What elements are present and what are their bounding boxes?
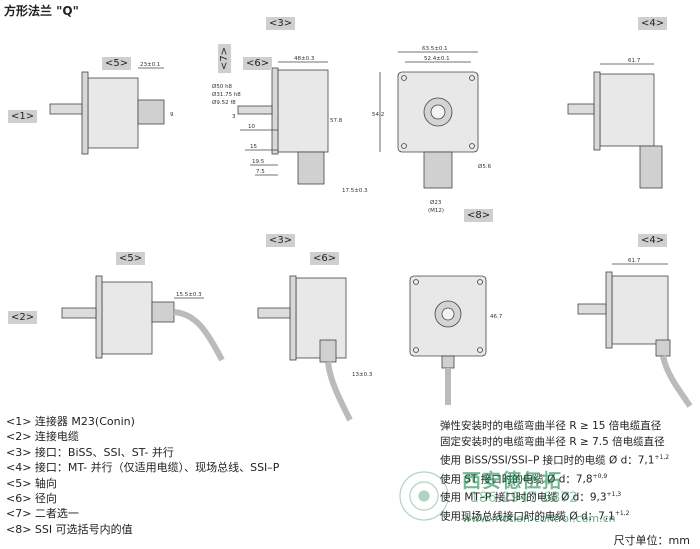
dim-15: 15 [250,144,257,150]
note-sup: +1,2 [654,454,670,461]
dim-23: 23±0.1 [140,62,160,68]
tag-5-top: <5> [102,57,132,70]
legend-item: <6> 径向 [6,492,57,506]
shaft-4-1 [567,103,595,115]
dim-9-52: Ø9.52 f8 [212,99,236,106]
note-sup: +0,9 [592,472,608,480]
shaft-axial-1 [49,103,83,115]
watermark-url: www.motion-control.com.cn [462,512,616,525]
shaft-axial-2 [61,307,97,319]
flange-4-2 [605,271,613,349]
dim-5-6: Ø5.6 [478,163,492,170]
front-connector-1 [423,151,453,189]
housing-4-1 [599,73,655,147]
cable-notes: 弹性安装时的电缆弯曲半径 R ≥ 15 倍电缆直径 固定安装时的电缆弯曲半径 R… [440,418,669,524]
note-item: 使用现场总线接口时的电缆 Ø d：7,1+1,2 [440,509,630,523]
tag-4-top: <4> [638,17,668,30]
tag-6-top: <6> [243,57,273,70]
shaft-4-2 [577,303,607,315]
watermark-logo [399,471,449,521]
watermark-phone: 186-2947-6872 [470,490,579,506]
tag-row2: <2> [8,311,38,324]
legend-item: <1> 连接器 M23(Conin) [6,415,135,428]
flange-axial-2 [95,275,103,359]
housing-radial-1 [277,69,329,153]
page-title: 方形法兰 "Q" [4,4,79,18]
dim-54: 54.2 [372,112,384,118]
dim-50: Ø50 h8 [212,83,233,90]
unit-label: 尺寸单位：mm [613,534,690,547]
connector-axial-2 [151,301,175,323]
dim-63: 63.5±0.1 [422,46,448,52]
tag-4-bot: <4> [638,234,668,247]
gland-radial-2 [319,339,337,363]
watermark-name: 西安德伍拓 [462,470,563,492]
dim-19: 19.5 [252,159,265,165]
cable-axial-2 [173,309,225,362]
tag-row1: <1> [8,110,38,123]
cable-radial-2 [325,361,353,422]
housing-axial-1 [87,77,139,149]
dim-13: 13±0.3 [352,372,373,378]
dim-46: 46.7 [490,314,503,320]
dim-10: 10 [248,124,255,130]
tag-7: <7> [218,43,232,74]
tag-8: <8> [464,209,494,222]
dim-9: 9 [170,112,174,118]
note-item: 使用 MT–P 接口时的电缆 Ø d：9,3+1,3 [440,491,622,504]
legend-list: <1> 连接器 M23(Conin) <2> 连接电缆 <3> 接口：BiSS、… [6,414,279,537]
housing-axial-2 [101,281,153,355]
tag-6-bot: <6> [310,252,340,265]
tag-3-top: <3> [266,17,296,30]
legend-item: <5> 轴向 [6,476,57,490]
legend-item: <8> SSI 可选括号内的值 [6,522,133,536]
dim-23d: Ø23 [430,199,442,206]
shaft-radial-1 [237,105,273,115]
dim-7: 7.5 [256,169,265,175]
connector-axial-1 [137,99,165,125]
flange-radial-2 [289,275,297,361]
dim-31: Ø31.75 h8 [212,91,241,98]
shaft-radial-2 [257,307,291,319]
note-item: 弹性安装时的电缆弯曲半径 R ≥ 15 倍电缆直径 [440,420,662,432]
legend-item: <7> 二者选一 [6,507,79,521]
connector-radial-1 [297,151,325,185]
note-item: 固定安装时的电缆弯曲半径 R ≥ 7.5 倍电缆直径 [440,436,665,448]
note-sup: +1,3 [606,491,622,498]
housing-4-2 [611,275,669,345]
legend-item: <4> 接口：MT- 并行（仅适用电缆）、现场总线、SSI–P [6,461,280,475]
dim-15b: 15.5±0.3 [176,292,202,298]
tag-5-bot: <5> [116,252,146,265]
dim-61-top: 61.7 [628,58,641,64]
tag-3-bot: <3> [266,234,296,247]
cable-4-2 [660,355,693,408]
dim-17: 17.5±0.3 [342,188,368,194]
note-item: 使用 ST 接口时的电缆 Ø d：7,8+0,9 [440,472,608,486]
flange-radial-1 [271,67,279,155]
dim-3: 3 [232,114,236,120]
dim-57: 57.8 [330,118,343,124]
legend-item: <3> 接口：BiSS、SSI、ST- 并行 [6,445,174,459]
dim-61-bot: 61.7 [628,258,641,264]
legend-item: <2> 连接电缆 [6,430,79,444]
cable-gland-4-1 [639,145,663,189]
flange-axial-1 [81,71,89,155]
dim-52: 52.4±0.1 [424,56,450,62]
dim-48: 48±0.3 [294,56,315,62]
dim-m12: (M12) [428,208,444,214]
flange-4-1 [593,71,601,151]
note-sup: +1,2 [614,509,630,517]
note-item: 使用 BiSS/SSI/SSI–P 接口时的电缆 Ø d：7,1+1,2 [440,454,670,467]
